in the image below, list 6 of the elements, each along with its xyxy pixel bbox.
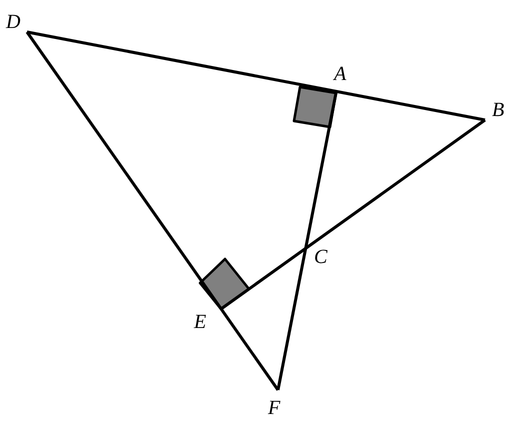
point-label: A: [334, 64, 346, 84]
point-label: E: [194, 312, 206, 332]
point-label: C: [314, 247, 328, 267]
point-label: F: [268, 398, 280, 418]
point-label: D: [6, 12, 20, 32]
point-label: B: [492, 100, 504, 120]
